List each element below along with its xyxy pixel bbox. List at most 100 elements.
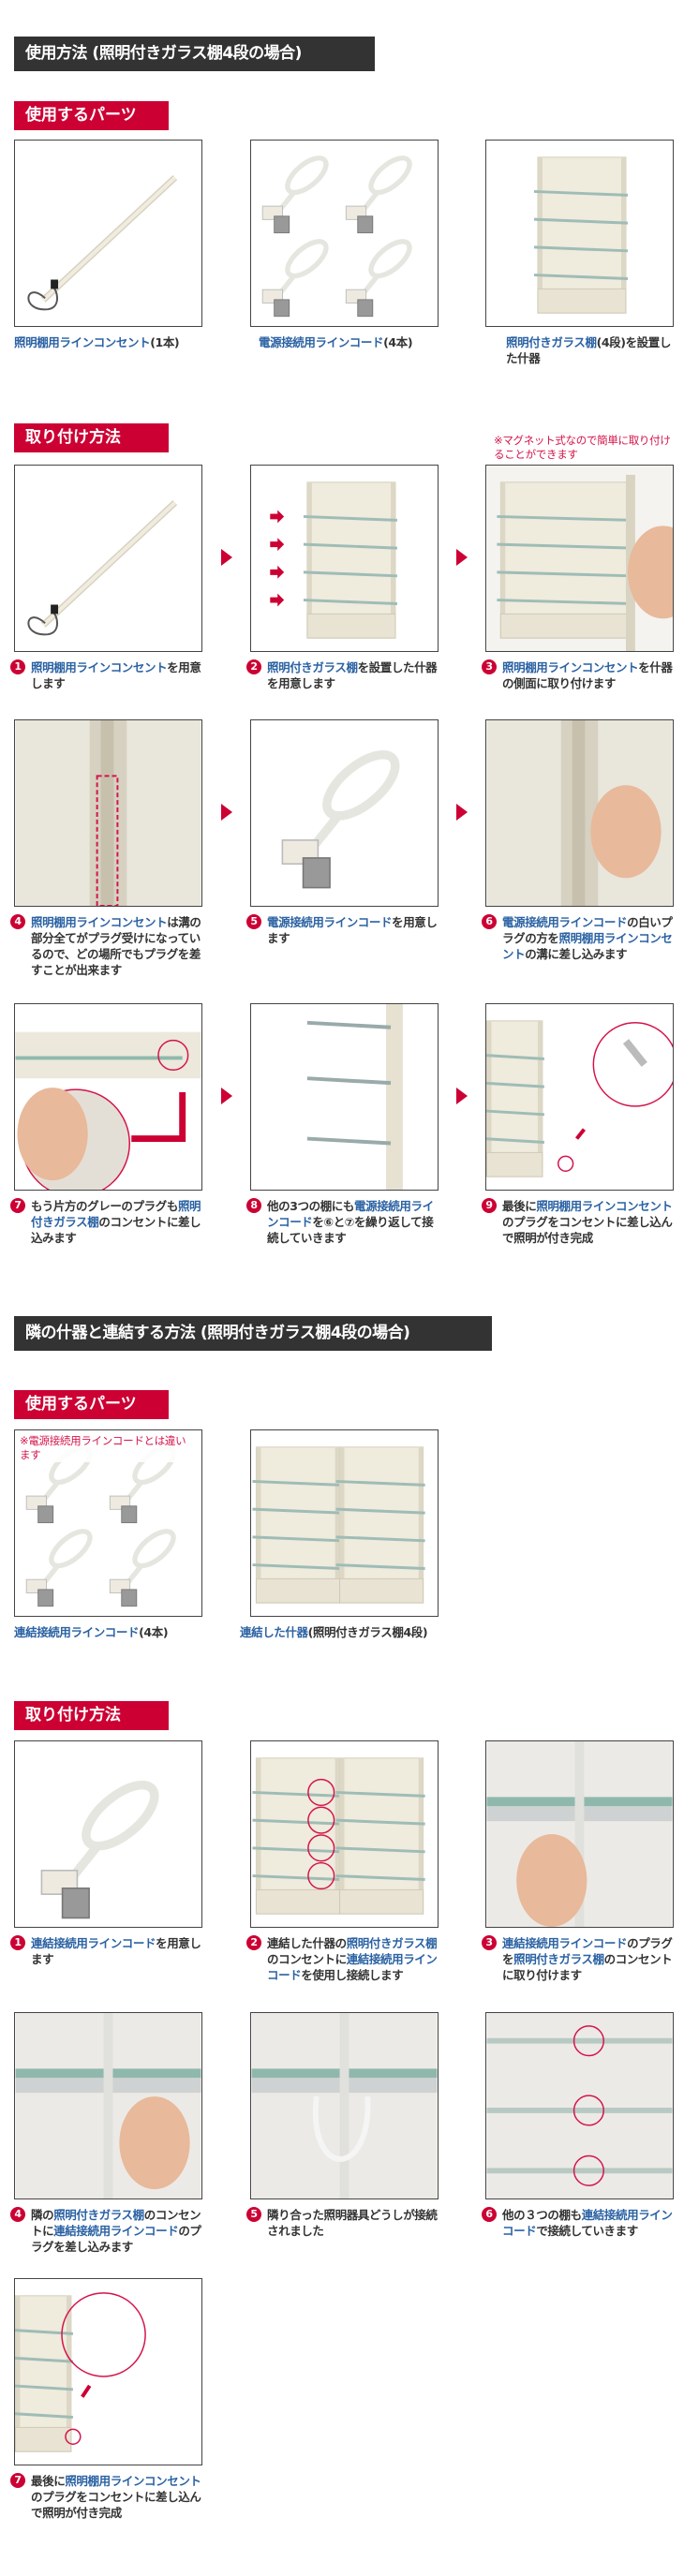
illustration-graphic — [261, 155, 412, 318]
caption-text: (4本) — [139, 1625, 169, 1639]
photo-illustration — [14, 1003, 202, 1191]
illustration-graphic — [40, 1780, 159, 1919]
photo-illustration — [250, 1003, 439, 1191]
caption-text: (1本) — [150, 335, 180, 349]
part-caption: 連結接続用ラインコード(4本) — [14, 1624, 211, 1640]
highlighted-term: 照明棚用ラインコンセント — [14, 335, 151, 349]
caption-text: は溝の部分全てがプラグ受けになっているので、どの場所でもプラグを差すことが出来ま… — [31, 915, 201, 977]
illustration-graphic — [15, 2013, 201, 2198]
photo-illustration — [250, 1429, 439, 1617]
illustration-graphic — [27, 175, 178, 311]
part-caption: 電源接続用ラインコード(4本) — [259, 334, 455, 350]
next-step-arrow-icon — [221, 1088, 232, 1104]
highlighted-term: 連結接続用ラインコード — [502, 1936, 628, 1950]
caption-text: を什器の側面に取り付けます — [502, 660, 673, 690]
photo-illustration: ※電源接続用ラインコードとは違います — [14, 1429, 202, 1617]
illustration-graphic — [486, 2013, 673, 2198]
step-caption: 5 隣り合った照明器具どうしが接続されました — [246, 2207, 441, 2239]
highlighted-term: 電源接続用ラインコード — [259, 335, 384, 349]
part-caption: 連結した什器(照明付きガラス棚4段) — [240, 1624, 437, 1640]
photo-illustration — [14, 2012, 202, 2199]
step-number-badge: 6 — [482, 2207, 497, 2222]
highlighted-term: 照明付きガラス棚 — [53, 2208, 144, 2222]
photo-illustration — [485, 1740, 674, 1928]
step-number-badge: 1 — [10, 659, 25, 674]
parts-label: 使用するパーツ — [14, 1390, 169, 1419]
highlighted-term: 照明付きガラス棚 — [346, 1936, 438, 1950]
photo-illustration — [250, 140, 439, 327]
caption-text: を用意します — [267, 915, 438, 945]
highlighted-term: 電源接続用ラインコード — [502, 915, 628, 929]
caption-text: のプラグを — [502, 1936, 673, 1966]
illustration-graphic — [486, 1020, 673, 1177]
step-number-badge: 5 — [246, 914, 261, 929]
next-step-arrow-icon — [456, 804, 468, 821]
caption-text: のプラグをコンセントに差し込んで照明が付き完成 — [502, 1215, 673, 1245]
step-number-badge: 5 — [246, 2207, 261, 2222]
photo-illustration — [485, 719, 674, 907]
part-caption: 照明棚用ラインコンセント(1本) — [14, 334, 211, 350]
section-title: 使用方法 (照明付きガラス棚4段の場合) — [14, 37, 375, 71]
highlighted-term: 照明棚用ラインコンセント — [502, 660, 639, 674]
next-step-arrow-icon — [456, 549, 468, 566]
parts-note: ※電源接続用ラインコードとは違います — [20, 1434, 193, 1462]
step-number-badge: 6 — [482, 914, 497, 929]
step-number-badge: 4 — [10, 914, 25, 929]
step-caption: 4 照明棚用ラインコンセントは溝の部分全てがプラグ受けになっているので、どの場所で… — [10, 914, 205, 978]
step-number-badge: 7 — [10, 2473, 25, 2488]
highlighted-term: 照明付きガラス棚 — [513, 1952, 604, 1966]
caption-text: の溝に差し込みます — [525, 947, 628, 961]
next-step-arrow-icon — [221, 549, 232, 566]
illustration-graphic — [252, 1757, 425, 1915]
caption-text: 隣の — [31, 2208, 54, 2222]
caption-text: 最後に — [502, 1199, 537, 1213]
illustration-graphic — [270, 481, 397, 639]
caption-text: のコンセントに取り付けます — [502, 1952, 673, 1982]
illustration-graphic — [486, 720, 673, 906]
photo-illustration — [485, 465, 674, 652]
illustration-graphic — [15, 1031, 201, 1190]
photo-illustration — [250, 2012, 439, 2199]
photo-illustration — [485, 140, 674, 327]
caption-text: の白いプラグの方を — [502, 915, 673, 945]
part-caption: 照明付きガラス棚(4段)を設置した什器 — [506, 334, 675, 366]
caption-text: 他の３つの棚も — [502, 2208, 582, 2222]
highlighted-term: 連結接続用ラインコード — [14, 1625, 140, 1639]
step-number-badge: 2 — [246, 1935, 261, 1950]
highlighted-term: 照明棚用ラインコンセント — [31, 915, 168, 929]
step-number-badge: 3 — [482, 1935, 497, 1950]
step-number-badge: 3 — [482, 659, 497, 674]
step-number-badge: 4 — [10, 2207, 25, 2222]
highlighted-term: 電源接続用ラインコード — [267, 1199, 434, 1229]
highlighted-term: 照明棚用ラインコンセント — [536, 1199, 673, 1213]
photo-illustration — [485, 1003, 674, 1191]
photo-illustration — [14, 719, 202, 907]
section-title: 隣の什器と連結する方法 (照明付きガラス棚4段の場合) — [14, 1316, 492, 1351]
caption-text: 他の3つの棚にも — [267, 1199, 354, 1213]
caption-text: を用意します — [31, 1936, 201, 1966]
photo-illustration — [14, 2278, 202, 2465]
step-caption: 3 照明棚用ラインコンセントを什器の側面に取り付けます — [482, 659, 677, 691]
highlighted-term: 照明付きガラス棚 — [267, 660, 358, 674]
illustration-graphic — [25, 1445, 176, 1607]
illustration-graphic — [486, 1741, 673, 1927]
illustration-graphic — [533, 156, 629, 314]
caption-text: 隣り合った照明器具どうしが接続されました — [267, 2208, 438, 2238]
step-number-badge: 1 — [10, 1935, 25, 1950]
next-step-arrow-icon — [456, 1088, 468, 1104]
highlighted-term: 照明棚用ラインコンセント — [31, 660, 168, 674]
highlighted-term: 連結接続用ラインコード — [53, 2224, 179, 2238]
photo-illustration — [250, 1740, 439, 1928]
step-number-badge: 8 — [246, 1198, 261, 1213]
illustration-graphic — [15, 2292, 146, 2452]
install-note: ※マグネット式なので簡単に取り付けることができます — [494, 434, 671, 461]
